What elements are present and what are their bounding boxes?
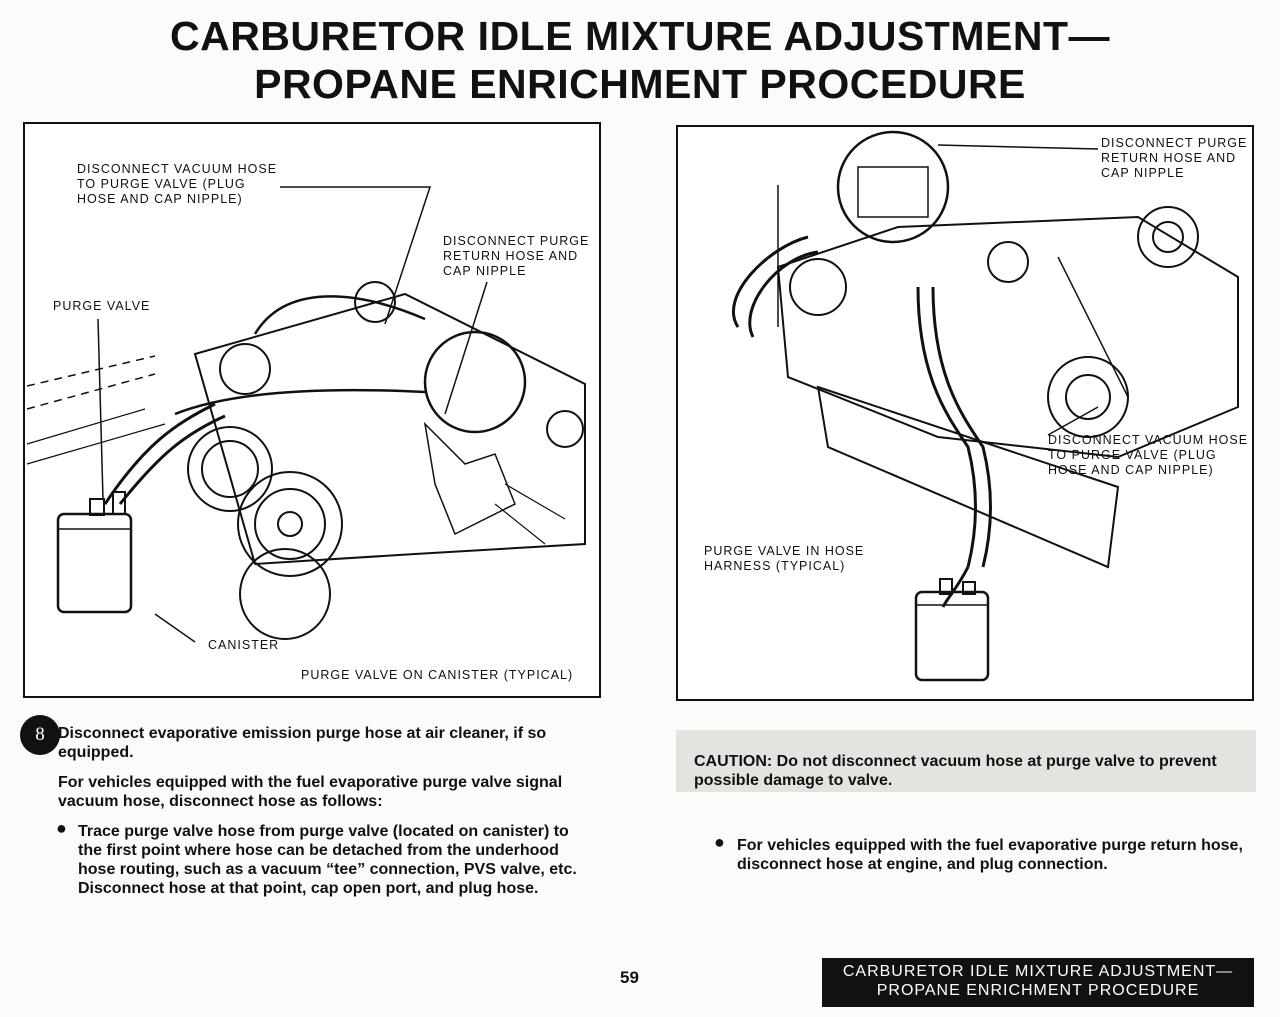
label-purge-valve: PURGE VALVE [53, 299, 151, 313]
bullet-text-right: For vehicles equipped with the fuel evap… [737, 837, 1243, 873]
intro-text: For vehicles equipped with the fuel evap… [58, 774, 563, 810]
bullet-text-left: Trace purge valve hose from purge valve … [78, 823, 577, 897]
bullet-dot-left: ● [56, 818, 67, 838]
step-text: Disconnect evaporative emission purge ho… [58, 725, 547, 761]
caution-text: CAUTION: Do not disconnect vacuum hose a… [694, 753, 1217, 789]
footer-line-1: CARBURETOR IDLE MIXTURE ADJUSTMENT— [842, 963, 1234, 980]
label-disconnect-purge-return: DISCONNECT PURGE RETURN HOSE AND CAP NIP… [443, 234, 590, 278]
page-title-line-1: CARBURETOR IDLE MIXTURE ADJUSTMENT— [169, 13, 1111, 59]
page-title-line-2: PROPANE ENRICHMENT PROCEDURE [254, 61, 1026, 107]
label-purge-valve-in-hose-harness: PURGE VALVE IN HOSE HARNESS (TYPICAL) [704, 544, 865, 573]
engine-illustration-left [26, 186, 586, 643]
figure-caption: PURGE VALVE ON CANISTER (TYPICAL) [301, 668, 574, 682]
label-disconnect-purge-return: DISCONNECT PURGE RETURN HOSE AND CAP NIP… [1101, 136, 1248, 180]
caution-box: CAUTION: Do not disconnect vacuum hose a… [676, 730, 1256, 792]
footer-line-2: PROPANE ENRICHMENT PROCEDURE [876, 982, 1200, 999]
footer-section-banner: CARBURETOR IDLE MIXTURE ADJUSTMENT— PROP… [822, 958, 1254, 1007]
label-canister: CANISTER [208, 638, 280, 652]
page-number: 59 [620, 968, 639, 987]
page-title: CARBURETOR IDLE MIXTURE ADJUSTMENT— PROP… [0, 12, 1280, 108]
figure-purge-valve-in-hose-harness: DISCONNECT PURGE RETURN HOSE AND CAP NIP… [676, 125, 1254, 701]
label-disconnect-vacuum-hose: DISCONNECT VACUUM HOSE TO PURGE VALVE (P… [1048, 433, 1249, 477]
figure-purge-valve-on-canister: DISCONNECT VACUUM HOSE TO PURGE VALVE (P… [23, 122, 601, 698]
label-disconnect-vacuum-hose: DISCONNECT VACUUM HOSE TO PURGE VALVE (P… [77, 162, 278, 206]
bullet-dot-right: ● [714, 832, 725, 852]
engine-illustration-right [731, 130, 1239, 682]
step-number-badge: 8 [20, 715, 60, 755]
